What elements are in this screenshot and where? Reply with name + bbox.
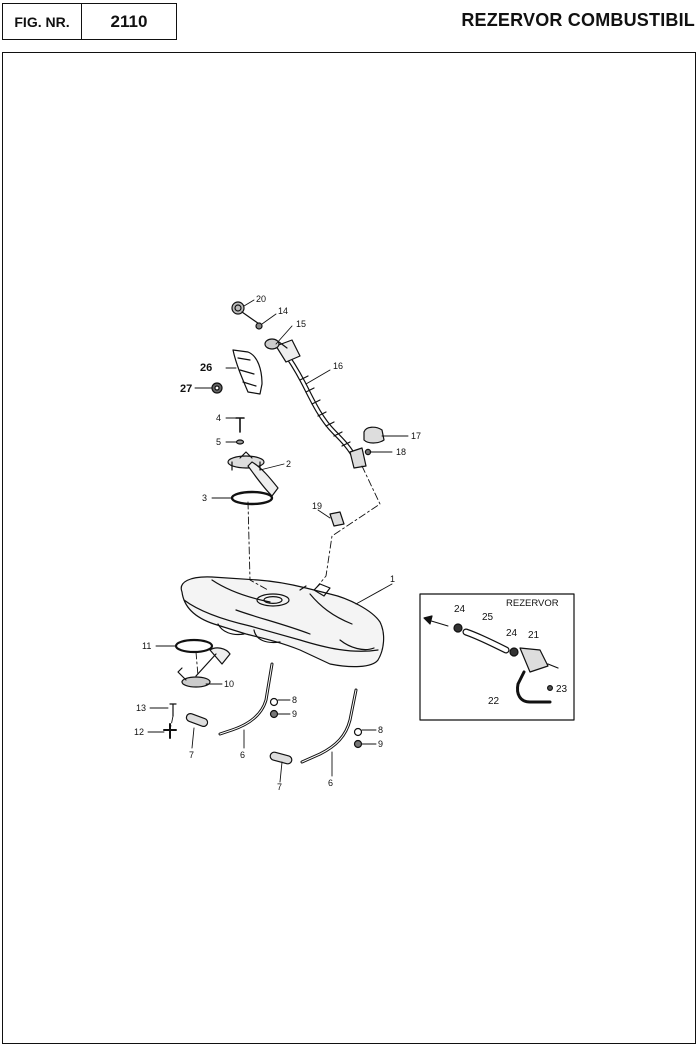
filler-hose xyxy=(275,339,367,469)
inset-title: REZERVOR xyxy=(506,598,559,609)
bracket xyxy=(232,349,263,395)
callout-24a: 24 xyxy=(454,604,466,615)
fuel-pump-sender xyxy=(227,451,279,497)
hose-clamp xyxy=(363,426,385,456)
callout-18: 18 xyxy=(396,447,406,457)
strap-spacer xyxy=(185,713,293,765)
filler-cap xyxy=(231,301,263,327)
leader-lines xyxy=(147,299,409,783)
callout-9a: 9 xyxy=(292,709,297,719)
callout-17: 17 xyxy=(411,431,421,441)
sender-bolt xyxy=(235,417,245,445)
callout-2: 2 xyxy=(286,459,291,469)
callout-8a: 8 xyxy=(292,695,297,705)
callout-12: 12 xyxy=(134,727,144,737)
callout-7b: 7 xyxy=(277,782,282,792)
callout-14: 14 xyxy=(278,306,288,316)
fuel-tank xyxy=(180,576,385,668)
fuel-gauge-unit xyxy=(177,647,231,688)
callout-3: 3 xyxy=(202,493,207,503)
gauge-gasket xyxy=(174,638,214,654)
callout-23: 23 xyxy=(556,684,568,695)
page-title: REZERVOR COMBUSTIBIL xyxy=(461,10,695,30)
callout-26: 26 xyxy=(200,362,212,374)
callout-9b: 9 xyxy=(378,739,383,749)
callout-6a: 6 xyxy=(240,750,245,760)
callout-25: 25 xyxy=(482,612,494,623)
figure-number-box: FIG. NR. 2110 xyxy=(2,3,177,40)
callout-13: 13 xyxy=(136,703,146,713)
diagram-frame xyxy=(2,52,696,1044)
assembly-lines xyxy=(170,465,381,727)
tank-strap-rear xyxy=(300,688,358,764)
callout-10: 10 xyxy=(224,679,234,689)
callout-27: 27 xyxy=(180,383,192,395)
callout-8b: 8 xyxy=(378,725,383,735)
callout-1: 1 xyxy=(390,574,395,584)
inset-panel xyxy=(419,593,575,721)
callout-4: 4 xyxy=(216,413,221,423)
figure-number-value: 2110 xyxy=(110,11,148,31)
callout-6b: 6 xyxy=(328,778,333,788)
callout-19: 19 xyxy=(312,501,322,511)
screw xyxy=(255,322,263,330)
tank-bolt xyxy=(163,703,177,739)
callout-22: 22 xyxy=(488,696,500,707)
callout-20: 20 xyxy=(256,294,266,304)
callout-24b: 24 xyxy=(506,628,518,639)
callout-5: 5 xyxy=(216,437,221,447)
seal-ring xyxy=(230,490,274,506)
callout-21: 21 xyxy=(528,630,540,641)
figure-number-label: FIG. NR. xyxy=(3,4,82,39)
callout-16: 16 xyxy=(333,361,343,371)
tank-strap-front xyxy=(218,662,274,736)
nut xyxy=(211,382,223,394)
filler-flange xyxy=(264,338,288,350)
callout-11: 11 xyxy=(142,641,151,651)
callout-7a: 7 xyxy=(189,750,194,760)
line-clip xyxy=(329,511,345,527)
strap-nuts xyxy=(269,697,363,749)
callout-15: 15 xyxy=(296,319,306,329)
